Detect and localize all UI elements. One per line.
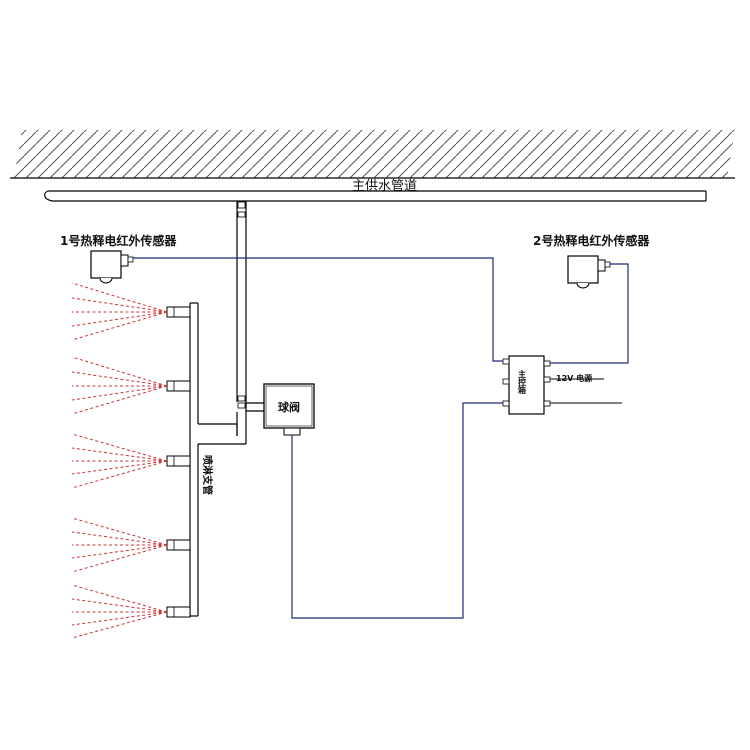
sensor-2-label: 2号热释电红外传感器 xyxy=(533,233,650,248)
vertical-drop-pipe xyxy=(236,201,247,444)
spray-branch-pipe xyxy=(189,302,246,617)
ball-valve-label: 球阀 xyxy=(278,400,300,414)
main-pipe-label: 主供水管道 xyxy=(352,179,417,194)
control-box xyxy=(502,355,551,415)
nozzle-4 xyxy=(166,539,191,551)
branch-pipe-label: 喷淋支管 xyxy=(201,455,214,495)
spray-3 xyxy=(71,433,168,489)
sensor-1 xyxy=(90,250,134,284)
ceiling-hatch xyxy=(10,130,735,179)
power-label: 12V 电源 xyxy=(556,373,592,383)
signal-wires xyxy=(133,257,629,619)
nozzle-5 xyxy=(166,606,191,618)
spray-1 xyxy=(71,282,168,341)
valve-connector xyxy=(246,402,264,412)
nozzle-2 xyxy=(166,380,191,392)
sensor-1-label: 1号热释电红外传感器 xyxy=(60,233,177,248)
controller-label: 主控箱 xyxy=(518,369,527,395)
spray-5 xyxy=(71,584,168,639)
spray-2 xyxy=(71,356,168,415)
svg-text:喷淋支管: 喷淋支管 xyxy=(201,455,214,495)
spray-patterns xyxy=(71,282,168,639)
wire-sensor-2 xyxy=(550,263,629,364)
wire-valve xyxy=(291,402,503,619)
nozzle-3 xyxy=(166,455,191,467)
svg-text:主控箱: 主控箱 xyxy=(518,369,527,395)
spray-4 xyxy=(71,517,168,573)
nozzle-1 xyxy=(166,306,191,318)
wire-sensor-1 xyxy=(133,257,503,362)
ball-valve xyxy=(263,383,315,436)
main-supply-pipe xyxy=(44,190,707,202)
sensor-2 xyxy=(567,255,611,289)
